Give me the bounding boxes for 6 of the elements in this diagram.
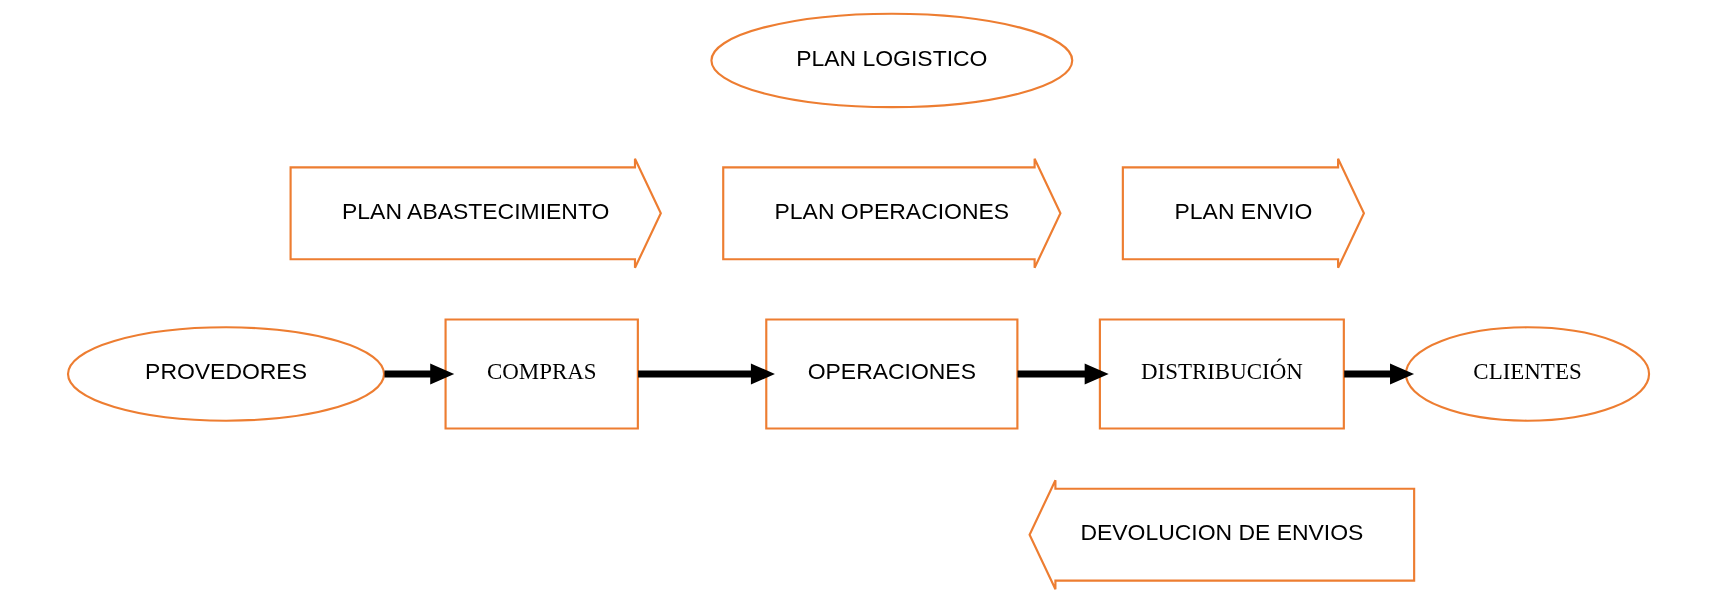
node-box: OPERACIONES <box>765 318 1019 430</box>
node-box: DISTRIBUCIÓN <box>1098 318 1345 430</box>
node-box: COMPRAS <box>444 318 639 430</box>
node-ellipse: PROVEDORES <box>66 326 386 422</box>
node-ellipse: PLAN LOGISTICO <box>710 12 1074 109</box>
node-ellipse: CLIENTES <box>1404 326 1651 422</box>
